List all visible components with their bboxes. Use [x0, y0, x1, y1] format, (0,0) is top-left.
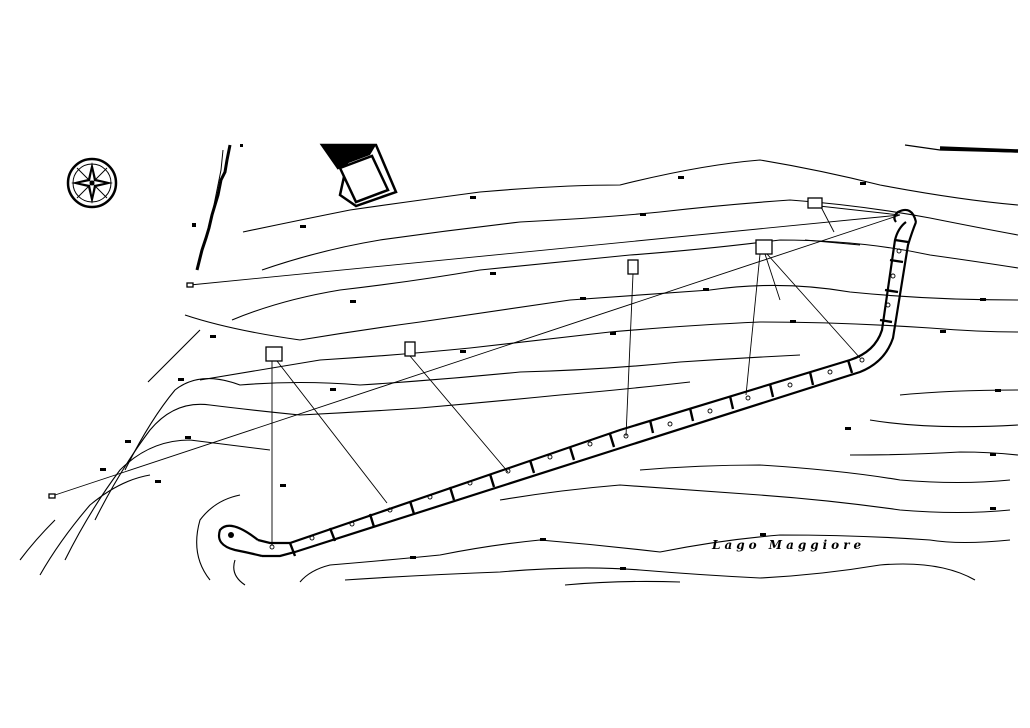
floating-boom — [217, 208, 918, 558]
building — [319, 143, 398, 208]
lake-name-label: Lago Maggiore — [712, 538, 866, 552]
road-edge — [904, 144, 1019, 153]
compass-rose-icon — [66, 157, 118, 209]
shoreline-wall — [192, 144, 243, 271]
contour-ticks — [100, 176, 1001, 570]
depth-contours — [19, 159, 1019, 586]
cables — [48, 204, 901, 499]
anchor-blocks — [265, 197, 861, 545]
